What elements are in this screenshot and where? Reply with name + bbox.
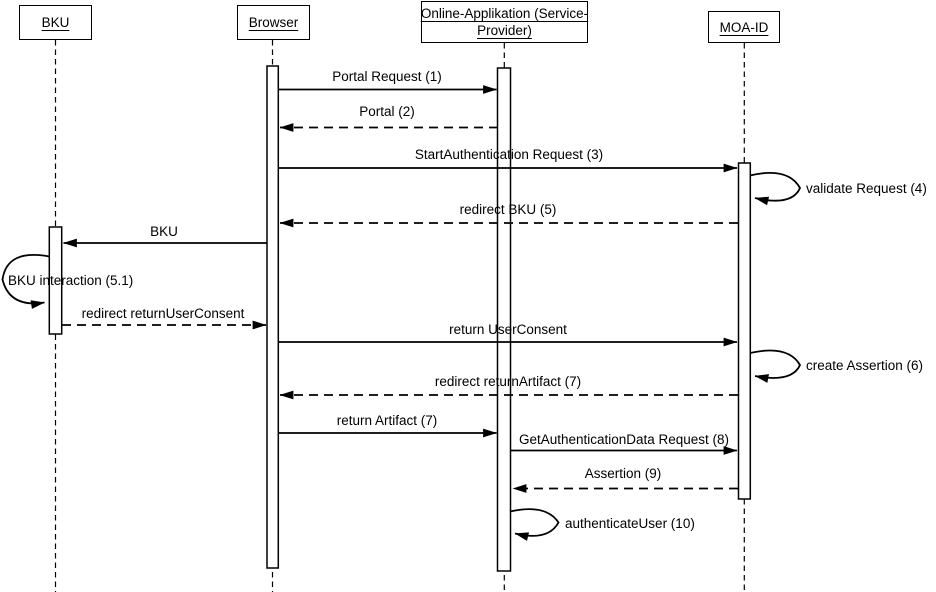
message-label-bku-interaction: BKU interaction (5.1): [8, 273, 134, 288]
message-label-authenticate-user: authenticateUser (10): [565, 516, 695, 531]
message-label-bku: BKU: [150, 224, 178, 239]
message-label-redirect-return-artifact: redirect returnArtifact (7): [434, 374, 582, 389]
actor-label-online-applikation-line1: Online-Applikation (Service-: [420, 6, 589, 21]
message-label-create-assertion: create Assertion (6): [806, 358, 924, 373]
actor-label-online-applikation-line2: Provider): [477, 23, 532, 38]
self-loop-bku-interaction: [1, 253, 50, 309]
activation-bar-bku: [48, 226, 63, 335]
message-label-portal: Portal (2): [359, 104, 415, 119]
actor-box-bku: BKU: [19, 5, 92, 40]
actor-label-moa-id: MOA-ID: [719, 19, 769, 35]
message-label-validate-request: validate Request (4): [806, 181, 927, 196]
self-loop-validate-request: [749, 172, 802, 206]
actor-box-moa-id: MOA-ID: [708, 11, 780, 43]
message-label-redirect-bku: redirect BKU (5): [459, 202, 557, 217]
message-label-assertion: Assertion (9): [584, 466, 662, 481]
message-label-get-authentication-data-request: GetAuthenticationData Request (8): [518, 432, 730, 447]
message-label-return-user-consent: return UserConsent: [449, 322, 567, 337]
activation-bar-browser: [266, 65, 280, 569]
actor-label-bku: BKU: [41, 15, 70, 30]
self-loop-authenticate-user: [509, 508, 560, 541]
message-label-start-authentication-request: StartAuthentication Request (3): [414, 147, 604, 162]
actor-label-browser: Browser: [248, 15, 299, 30]
message-label-return-artifact: return Artifact (7): [336, 413, 438, 428]
actor-box-browser: Browser: [237, 5, 310, 40]
self-loop-create-assertion: [749, 349, 802, 383]
actor-box-online-applikation: Online-Applikation (Service- Provider): [421, 1, 588, 43]
activation-bar-moa-id: [737, 162, 752, 500]
message-label-redirect-return-user-consent: redirect returnUserConsent: [81, 306, 245, 321]
message-label-portal-request: Portal Request (1): [332, 69, 442, 84]
activation-bar-online-applikation: [496, 67, 512, 572]
